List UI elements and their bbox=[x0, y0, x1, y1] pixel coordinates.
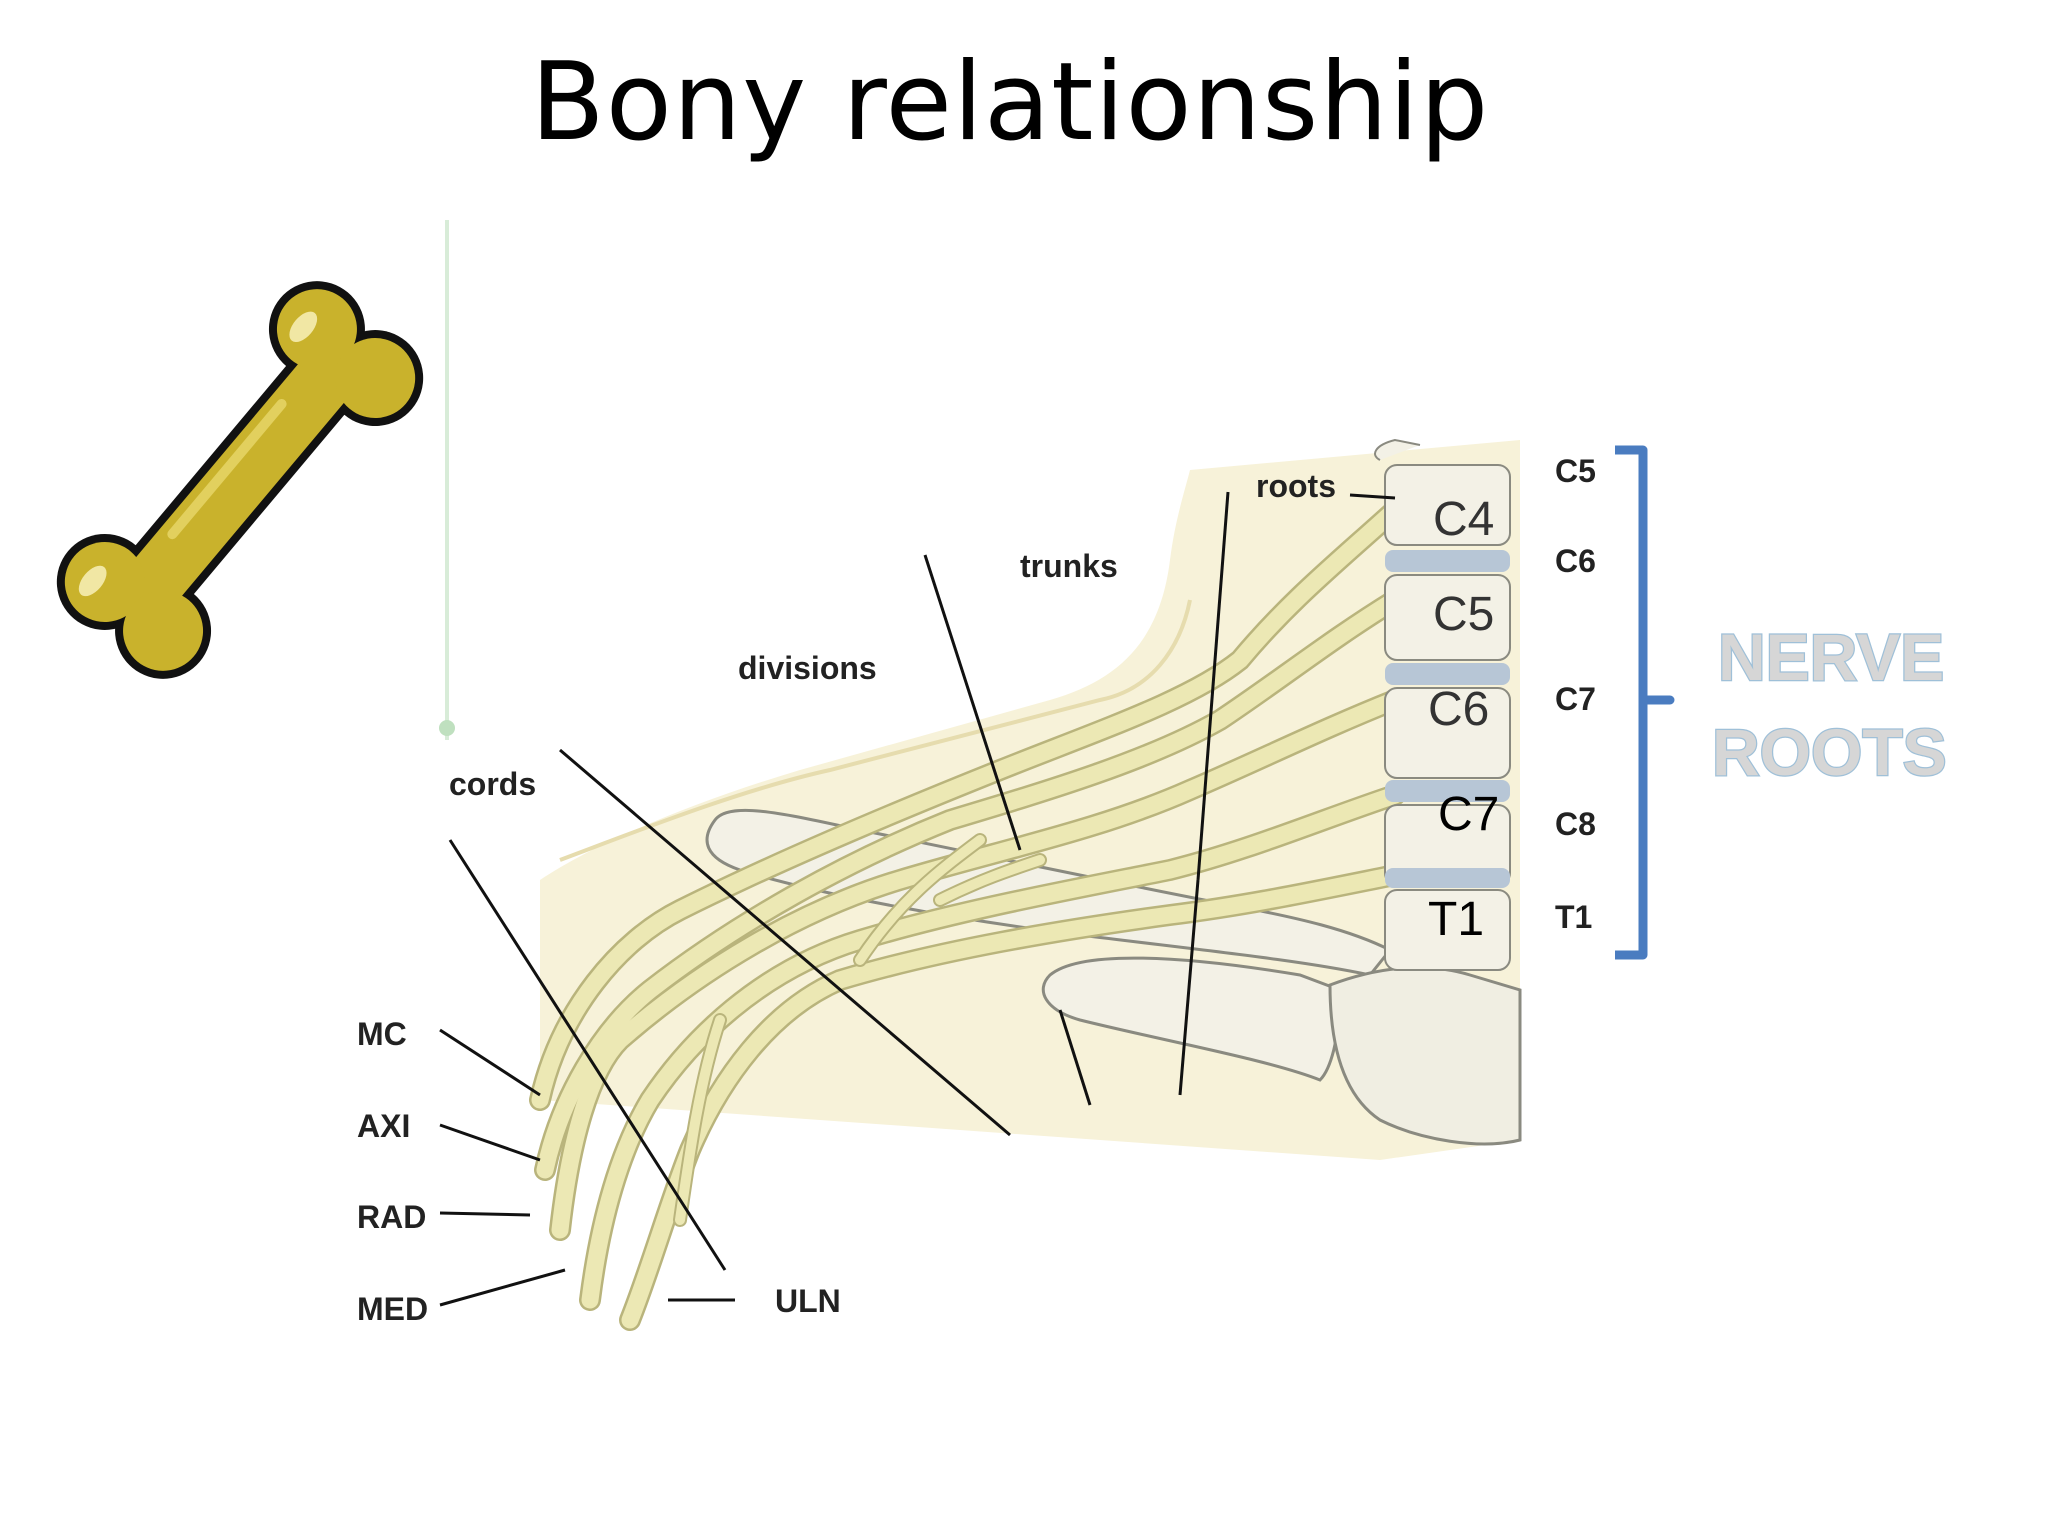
label-trunks: trunks bbox=[1020, 548, 1118, 584]
root-level-c7: C7 bbox=[1555, 681, 1596, 717]
label-med: MED bbox=[357, 1291, 428, 1327]
vertebra-label-c5: C5 bbox=[1433, 588, 1494, 641]
root-level-c8: C8 bbox=[1555, 806, 1596, 842]
root-level-c6: C6 bbox=[1555, 543, 1596, 579]
nerve-roots-label-line1: NERVE bbox=[1718, 620, 1944, 694]
label-cords: cords bbox=[449, 766, 536, 802]
vertebra-label-c4: C4 bbox=[1433, 493, 1494, 546]
vertebral-column bbox=[1374, 438, 1511, 971]
slide-title: Bony relationship bbox=[530, 40, 1490, 165]
label-mc: MC bbox=[357, 1016, 407, 1052]
first-rib bbox=[1041, 956, 1522, 1146]
nerve-roots-bracket bbox=[1615, 445, 1675, 960]
bone-icon bbox=[56, 281, 424, 679]
vertebra-label-c6: C6 bbox=[1428, 683, 1489, 736]
label-roots: roots bbox=[1256, 468, 1336, 504]
root-level-c5: C5 bbox=[1555, 453, 1596, 489]
nerve-roots-label-line2: ROOTS bbox=[1712, 715, 1947, 789]
label-axi: AXI bbox=[357, 1108, 410, 1144]
root-level-t1: T1 bbox=[1555, 899, 1592, 935]
nerve-plexus bbox=[529, 499, 1406, 1331]
label-divisions: divisions bbox=[738, 650, 877, 686]
vertebra-label-t1: T1 bbox=[1428, 893, 1484, 946]
vertebra-label-c7: C7 bbox=[1438, 788, 1499, 841]
label-uln: ULN bbox=[775, 1283, 841, 1319]
label-rad: RAD bbox=[357, 1199, 426, 1235]
pointer-lines bbox=[439, 491, 1396, 1307]
watermark-strip bbox=[439, 220, 455, 740]
